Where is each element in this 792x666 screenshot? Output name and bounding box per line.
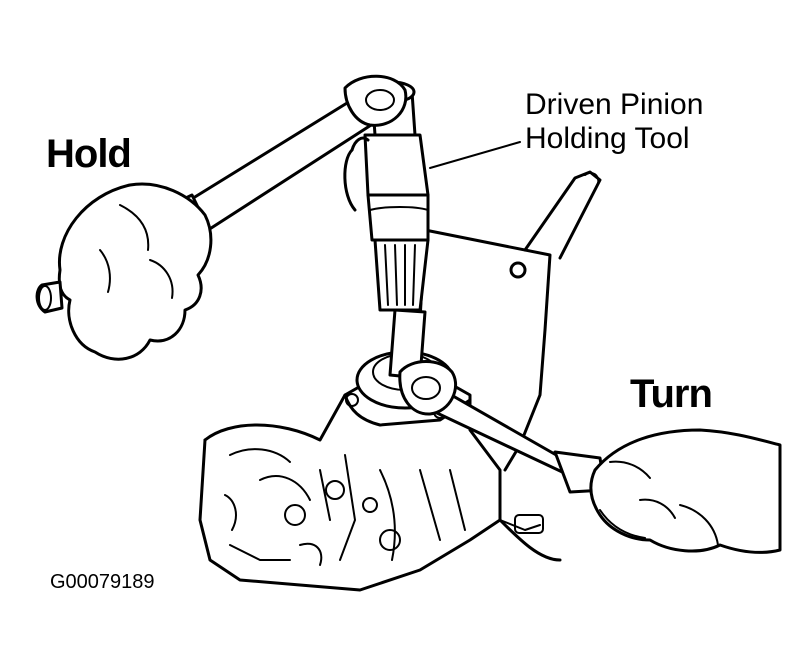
right-hand	[589, 428, 782, 554]
hold-label: Hold	[46, 132, 132, 176]
turning-wrench	[398, 360, 607, 494]
tool-callout-label: Driven Pinion Holding Tool	[525, 88, 703, 156]
figure-code: G00079189	[50, 571, 155, 593]
housing-body	[198, 373, 562, 592]
mounting-bracket	[418, 170, 602, 472]
tool-callout-line-1: Driven Pinion	[525, 88, 704, 121]
left-hand	[35, 182, 213, 361]
tool-callout-line-2: Holding Tool	[525, 122, 690, 155]
turn-label: Turn	[630, 372, 713, 416]
tool-label-leader	[429, 141, 521, 169]
